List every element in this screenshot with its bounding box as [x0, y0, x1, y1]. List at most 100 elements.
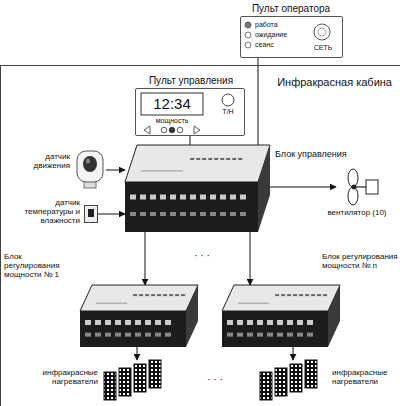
fan: вентилятор (10) — [336, 168, 380, 206]
sensor-window — [88, 209, 94, 217]
terminal — [155, 320, 161, 325]
terminal — [230, 195, 236, 200]
status-led — [293, 294, 297, 296]
status-led — [202, 158, 206, 160]
terminal — [145, 333, 151, 337]
device-side — [258, 145, 270, 232]
infrared-heater — [290, 364, 302, 392]
infrared-heater — [104, 372, 116, 400]
power-label: мощность — [141, 117, 203, 125]
terminal — [140, 195, 146, 200]
connector — [98, 214, 125, 215]
button-label: СЕТЬ — [307, 44, 339, 52]
status-led — [157, 294, 161, 296]
unit-label: Блок управления — [275, 149, 347, 159]
device-top — [125, 145, 270, 182]
terminal — [307, 333, 313, 337]
fan-label: вентилятор (10) — [314, 208, 400, 217]
heater-group-shape — [258, 360, 328, 402]
heater-label: инфракрасные нагреватели — [332, 368, 398, 386]
terminal — [140, 212, 146, 216]
terminal — [297, 320, 303, 325]
control-unit-shape — [125, 145, 270, 232]
terminal — [85, 320, 91, 325]
device-front — [125, 182, 258, 232]
status-led — [323, 294, 327, 296]
fan-blade — [348, 169, 358, 187]
display-time: 12:34 — [141, 95, 203, 112]
terminal — [115, 333, 121, 337]
status-led — [287, 294, 291, 296]
heater-group: инфракрасные нагреватели — [258, 360, 328, 402]
terminal — [170, 195, 176, 200]
terminal — [210, 212, 216, 216]
terminal — [277, 320, 283, 325]
radio-indicator — [245, 42, 251, 48]
terminal — [210, 195, 216, 200]
terminal — [180, 195, 186, 200]
status-led — [232, 158, 236, 160]
terminal — [240, 195, 246, 200]
terminal — [130, 212, 136, 216]
terminal — [105, 333, 111, 337]
terminal — [220, 212, 226, 216]
status-led — [145, 294, 149, 296]
terminal — [237, 333, 243, 337]
infrared-heater — [260, 372, 272, 400]
connector — [137, 347, 138, 360]
lens-highlight — [86, 159, 90, 164]
terminal — [95, 320, 101, 325]
terminal — [170, 212, 176, 216]
terminal — [115, 320, 121, 325]
power-button-ring — [318, 28, 326, 36]
status-led — [275, 294, 279, 296]
ellipsis-mark: · · · — [195, 374, 235, 386]
power-unit-shape — [80, 285, 198, 347]
connector — [106, 170, 125, 171]
panel-title: Пульт оператора — [241, 3, 341, 15]
terminal — [160, 195, 166, 200]
heater-label: инфракрасные нагреватели — [18, 368, 98, 386]
terminal — [200, 212, 206, 216]
status-led — [305, 294, 309, 296]
connector — [270, 187, 336, 188]
terminal — [150, 212, 156, 216]
fan-motor — [366, 180, 378, 194]
infrared-heater — [119, 368, 131, 396]
fan-shape — [336, 168, 380, 206]
unit-label: Блок регулирования мощности № n — [322, 252, 398, 270]
status-led — [238, 158, 242, 160]
sensor-label: датчик движения — [14, 152, 70, 170]
terminal — [247, 333, 253, 337]
terminal — [237, 320, 243, 325]
terminal — [165, 320, 171, 325]
status-led — [169, 294, 173, 296]
level-dot — [177, 127, 183, 133]
panel-line — [141, 170, 183, 171]
cabin-region: Инфракрасная кабинаПульт управления12:34… — [0, 65, 400, 406]
status-led — [163, 294, 167, 296]
display-screen — [141, 93, 203, 115]
status-led — [208, 158, 212, 160]
status-led — [133, 294, 137, 296]
device-front — [80, 311, 186, 347]
round-button — [222, 94, 234, 106]
terminal — [125, 333, 131, 337]
mode-label: ожидание — [255, 31, 287, 39]
device-front — [222, 311, 328, 347]
level-dot — [161, 127, 167, 133]
panel-line — [96, 303, 127, 304]
status-led — [139, 294, 143, 296]
terminal — [247, 320, 253, 325]
terminal — [257, 320, 263, 325]
left-arrow-button — [144, 126, 150, 134]
terminal — [190, 195, 196, 200]
status-led — [196, 158, 200, 160]
terminal — [267, 333, 273, 337]
status-led — [181, 294, 185, 296]
level-dot — [169, 127, 175, 133]
mode-label: работа — [255, 21, 278, 29]
terminal — [190, 212, 196, 216]
terminal — [257, 333, 263, 337]
